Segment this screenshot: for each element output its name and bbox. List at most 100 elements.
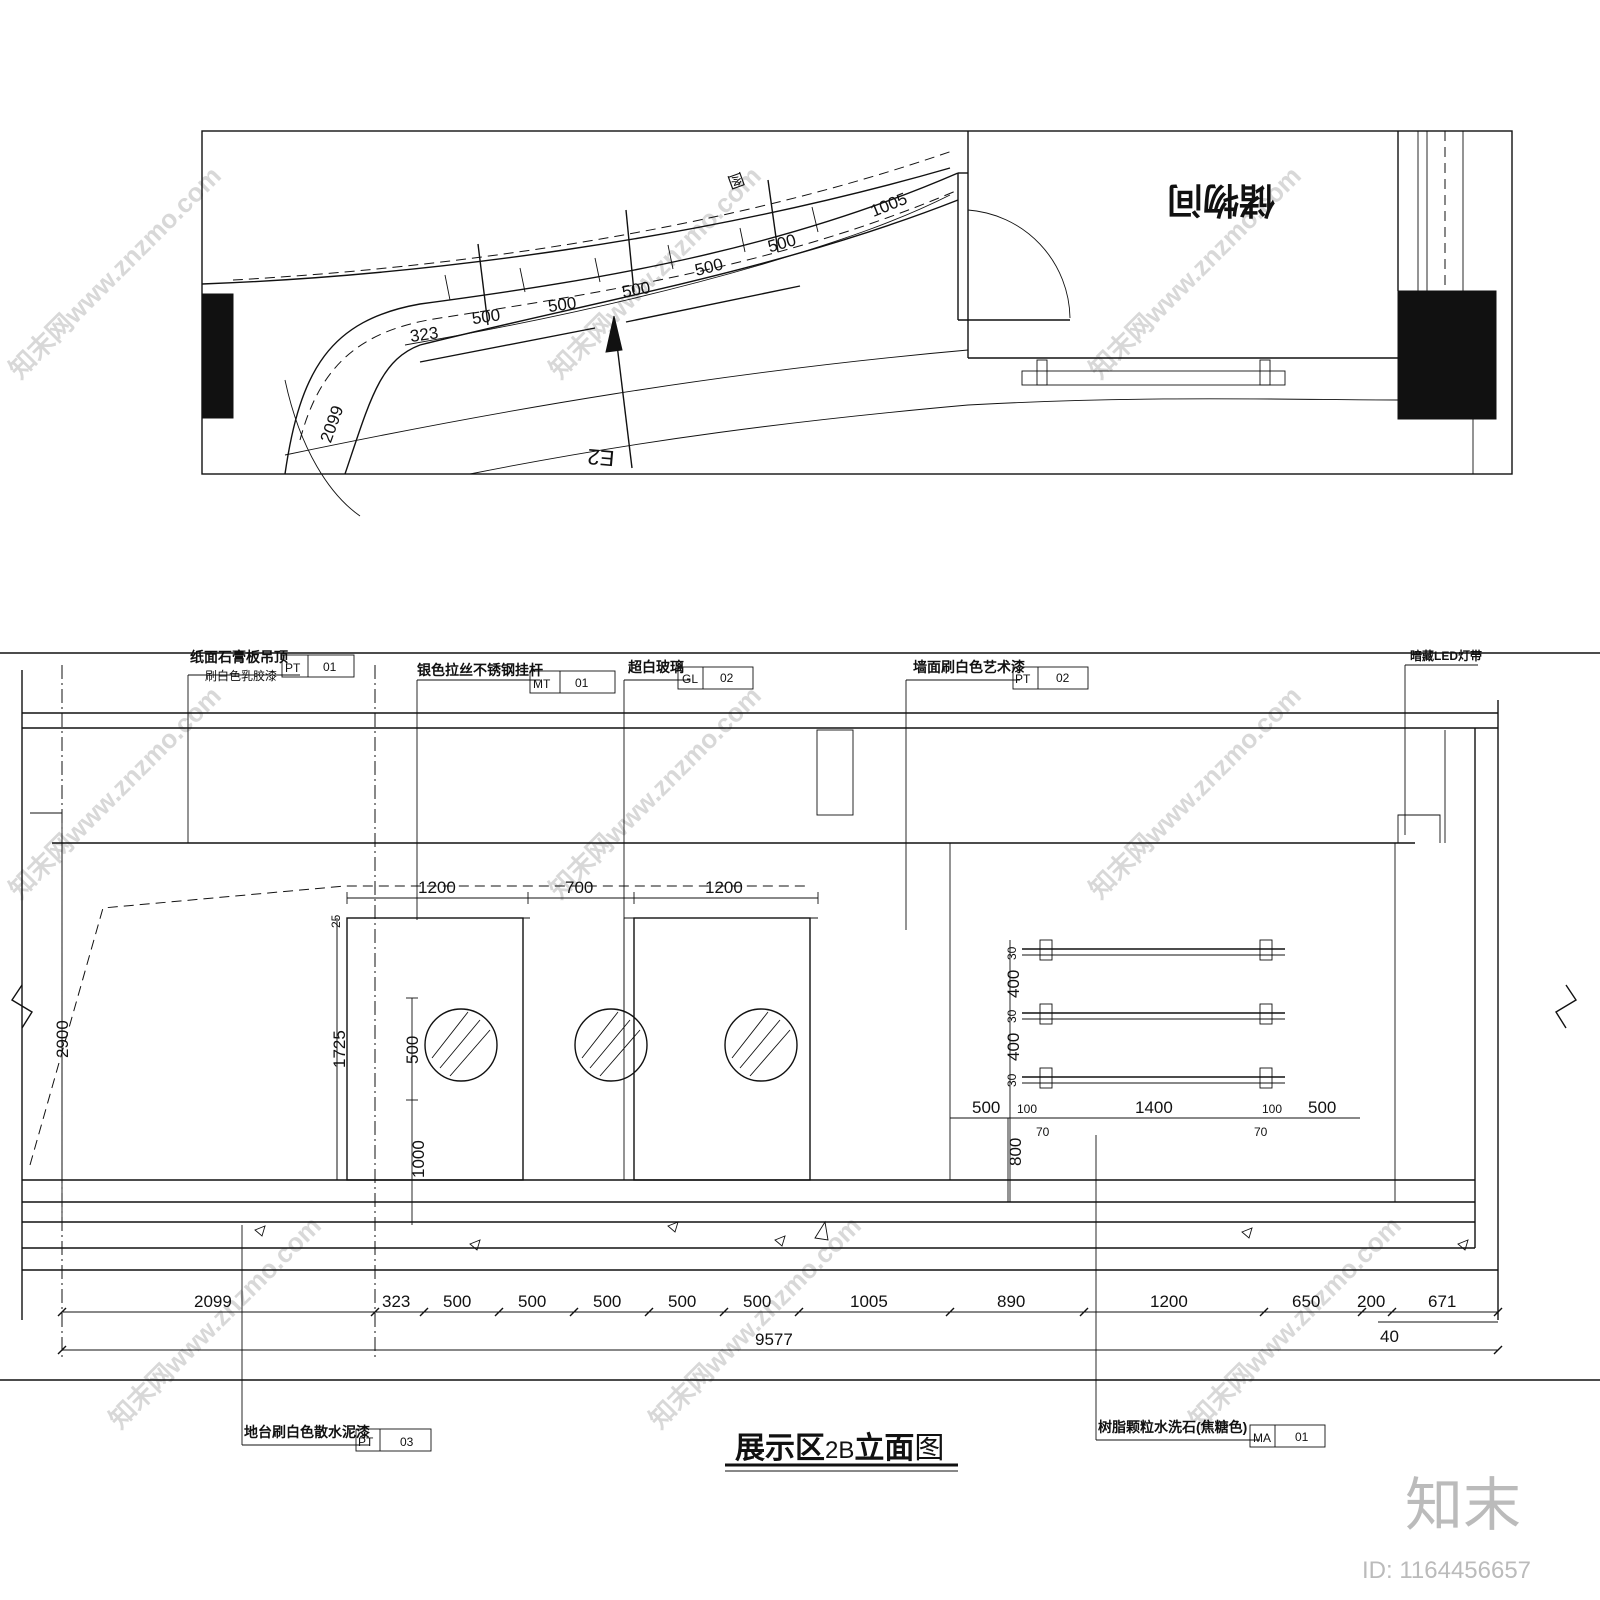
plan-seam <box>519 267 526 293</box>
callout-led: 暗藏LED灯带 <box>1404 648 1482 835</box>
callout-text: 墙面刷白色艺术漆 <box>913 659 1025 675</box>
plan-seam <box>444 274 451 301</box>
elev-light-slot <box>1397 814 1441 843</box>
dim-label: 1725 <box>330 1030 349 1068</box>
callout-text: 树脂颗粒水洗石(焦糖色) <box>1098 1419 1247 1435</box>
callout-num: 01 <box>575 676 589 690</box>
dim-label: 500 <box>1308 1098 1336 1117</box>
dim-label: 70 <box>1254 1125 1268 1139</box>
plan-small-mark: 图 <box>725 169 746 190</box>
plan-floor-edge <box>284 349 969 456</box>
callout-stone: 树脂颗粒水洗石(焦糖色) MA 01 <box>1095 1135 1326 1448</box>
callout-text: 地台刷白色散水泥漆 <box>244 1424 370 1440</box>
dim-label: 500 <box>593 1292 621 1311</box>
watermark-text: 知末网www.znzmo.com <box>1183 1210 1407 1434</box>
callout-text: 纸面石膏板吊顶 <box>190 649 288 665</box>
dim-label: 500 <box>972 1098 1000 1117</box>
plan-curve-platform <box>344 199 959 475</box>
elev-alcove <box>1007 843 1396 1203</box>
dim-label: 500 <box>403 1036 422 1064</box>
plan-seam <box>594 257 601 283</box>
callout-glass: 超白玻璃 GL 02 <box>623 659 754 1045</box>
elev-texture-mark <box>1241 1227 1253 1239</box>
dim-label: 700 <box>565 878 593 897</box>
elev-texture-mark <box>774 1235 786 1247</box>
title-part: 2B <box>825 1437 854 1464</box>
callout-num: 02 <box>720 671 734 685</box>
dim-label: 70 <box>1036 1125 1050 1139</box>
elev-vertical-dims: 2900 1725 500 1000 <box>53 843 428 1225</box>
plan-seam <box>667 244 674 270</box>
plan-arc-dim: 500 <box>766 230 799 256</box>
elev-texture-mark <box>814 1220 829 1241</box>
plan-column-left <box>201 293 234 419</box>
dim-label: 200 <box>1357 1292 1385 1311</box>
plan-arc-dim-line <box>404 194 951 346</box>
plan-bench-leg <box>1259 359 1271 386</box>
callout-platform: 地台刷白色散水泥漆 PT 03 <box>241 1225 432 1452</box>
plan-section-arrow <box>605 315 623 353</box>
dim-label: 2099 <box>194 1292 232 1311</box>
callout-num: 03 <box>400 1435 414 1449</box>
dim-label: 1200 <box>1150 1292 1188 1311</box>
elev-break-mark <box>11 984 33 1029</box>
plan-floor-edge <box>469 398 1399 475</box>
dim-label: 30 <box>1005 946 1019 960</box>
callout-code: MA <box>1253 1431 1271 1445</box>
plan-bench-leg <box>1036 359 1048 386</box>
plan-radius-dim: 2099 <box>317 403 348 445</box>
callout-num: 01 <box>1295 1430 1309 1444</box>
plan-curve-outer-dash <box>232 149 956 281</box>
plan-hanging-rod <box>625 209 635 293</box>
watermark-text: 知末网www.znzmo.com <box>1083 680 1307 904</box>
dim-label: 671 <box>1428 1292 1456 1311</box>
dim-label: 500 <box>668 1292 696 1311</box>
image-id: ID: 1164456657 <box>1362 1557 1531 1584</box>
callout-text: 超白玻璃 <box>627 659 684 675</box>
watermark-text: 知末网www.znzmo.com <box>643 1210 867 1434</box>
elev-texture-mark <box>667 1221 679 1233</box>
callout-rod: 银色拉丝不锈钢挂杆 MT 01 <box>416 662 616 920</box>
callout-num: 02 <box>1056 671 1070 685</box>
title-part: 立面 <box>854 1431 914 1465</box>
callout-wall: 墙面刷白色艺术漆 PT 02 <box>905 659 1089 930</box>
dim-label: 30 <box>1005 1009 1019 1023</box>
dim-label: 1400 <box>1135 1098 1173 1117</box>
dim-label: 500 <box>518 1292 546 1311</box>
plan-room-label: 储物间 <box>1167 180 1275 221</box>
elev-ceiling-corner <box>30 812 63 843</box>
watermark-text: 知末网www.znzmo.com <box>103 1210 327 1434</box>
elev-texture-mark <box>254 1225 266 1237</box>
plan-bench <box>1021 370 1286 386</box>
elev-texture-mark <box>469 1239 481 1251</box>
plan-seam <box>739 227 746 253</box>
dim-label: 2900 <box>53 1020 72 1058</box>
callout-text: 银色拉丝不锈钢挂杆 <box>417 662 543 678</box>
plan-glass-panel <box>625 285 801 323</box>
elev-break-mark <box>1555 984 1577 1029</box>
elev-ceiling-box <box>816 729 854 816</box>
elev-round-mirror <box>424 1008 498 1082</box>
elev-shelf <box>1022 939 1285 961</box>
callout-code: PT <box>1015 672 1031 686</box>
elev-display-panel <box>633 917 811 1181</box>
elev-shelf <box>1022 1003 1285 1025</box>
dim-label: 800 <box>1006 1138 1025 1166</box>
elev-shelf <box>1022 1067 1285 1089</box>
callout-code: MT <box>533 677 551 691</box>
dim-label: 100 <box>1017 1102 1037 1116</box>
brand-logo: 知末 <box>1405 1473 1521 1538</box>
title-part: 图 <box>914 1432 944 1465</box>
dim-label: 30 <box>1005 1073 1019 1087</box>
plan-outline <box>201 130 1513 475</box>
elev-hidden-line <box>29 885 810 1166</box>
callout-code: GL <box>682 672 698 686</box>
dim-label: 9577 <box>755 1330 793 1349</box>
dim-label: 1005 <box>850 1292 888 1311</box>
dim-label: 500 <box>443 1292 471 1311</box>
callout-code: PT <box>285 661 301 675</box>
dim-label: 40 <box>1380 1327 1399 1346</box>
dim-label: 100 <box>1262 1102 1282 1116</box>
title-part: 展示区 <box>735 1432 825 1465</box>
